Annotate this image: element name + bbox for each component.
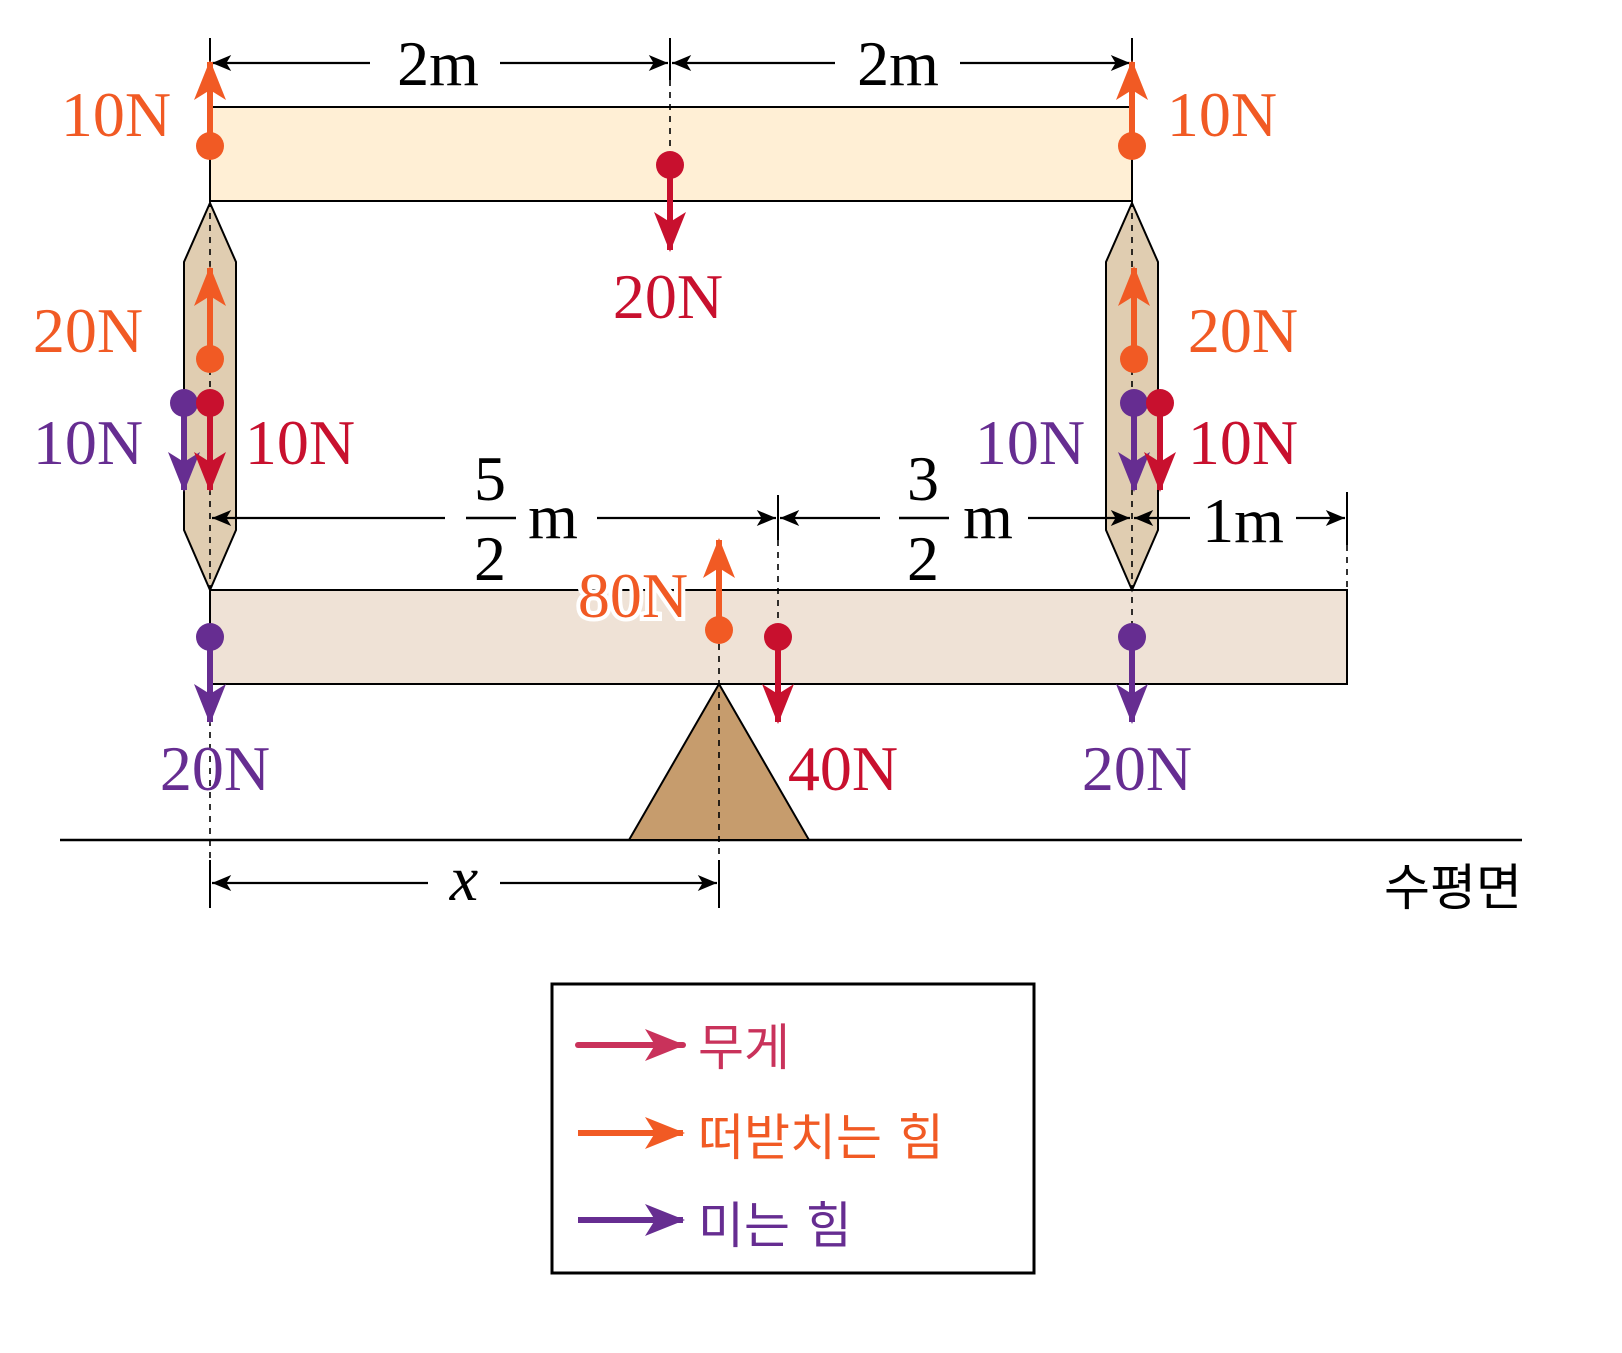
svg-text:20N: 20N <box>613 261 723 332</box>
dimension-top-left: 2m <box>212 28 668 99</box>
svg-text:20N: 20N <box>1188 295 1298 366</box>
force-top-right-support: 10N <box>1116 60 1277 160</box>
dimension-x: x <box>212 843 717 914</box>
svg-text:10N: 10N <box>975 407 1085 478</box>
svg-text:20N: 20N <box>1082 733 1192 804</box>
svg-text:5: 5 <box>474 443 506 514</box>
legend-item-support: 떠받치는 힘 <box>578 1109 944 1167</box>
force-left-post-support: 20N <box>33 266 226 373</box>
force-top-beam-weight: 20N <box>613 151 723 332</box>
svg-text:20N: 20N <box>33 295 143 366</box>
dimension-mid-left: 5 2 m <box>212 443 776 594</box>
dimension-mid-right: 3 2 m <box>780 443 1131 594</box>
ground-label: 수평면 <box>1384 859 1522 917</box>
svg-text:x: x <box>449 843 478 914</box>
svg-text:10N: 10N <box>33 407 143 478</box>
force-bottom-beam-weight: 40N <box>762 623 898 804</box>
svg-text:80N: 80N <box>578 560 688 631</box>
dimension-top-right: 2m <box>672 28 1131 99</box>
dimension-mid-end: 1m <box>1133 485 1346 556</box>
legend-item-weight: 무게 <box>575 1019 790 1077</box>
svg-text:2m: 2m <box>857 28 939 99</box>
svg-text:10N: 10N <box>1188 407 1298 478</box>
legend: 무게 떠받치는 힘 미는 힘 <box>550 982 1036 1275</box>
svg-text:2: 2 <box>907 523 939 594</box>
svg-text:1m: 1m <box>1202 485 1284 556</box>
force-left-post-push: 10N <box>33 389 200 492</box>
svg-text:20N: 20N <box>160 733 270 804</box>
force-left-post-weight: 10N <box>194 389 355 492</box>
svg-text:2m: 2m <box>397 28 479 99</box>
svg-text:미는 힘: 미는 힘 <box>698 1197 852 1255</box>
svg-text:m: m <box>963 481 1013 552</box>
svg-text:40N: 40N <box>788 733 898 804</box>
force-bottom-right-push: 20N <box>1082 623 1192 804</box>
force-right-post-support: 20N <box>1118 266 1298 373</box>
legend-item-push: 미는 힘 <box>578 1197 852 1255</box>
force-fulcrum-support: 80N <box>574 538 735 644</box>
svg-text:m: m <box>528 481 578 552</box>
svg-text:무게: 무게 <box>698 1019 790 1077</box>
force-bottom-left-push: 20N <box>160 623 270 804</box>
svg-text:3: 3 <box>907 443 939 514</box>
svg-text:2: 2 <box>474 523 506 594</box>
svg-text:10N: 10N <box>245 407 355 478</box>
force-right-post-weight: 10N <box>1144 389 1298 492</box>
svg-text:떠받치는 힘: 떠받치는 힘 <box>698 1109 944 1167</box>
force-top-left-support: 10N <box>61 60 226 160</box>
svg-text:10N: 10N <box>1167 79 1277 150</box>
svg-text:10N: 10N <box>61 79 171 150</box>
force-right-post-push: 10N <box>975 389 1150 492</box>
